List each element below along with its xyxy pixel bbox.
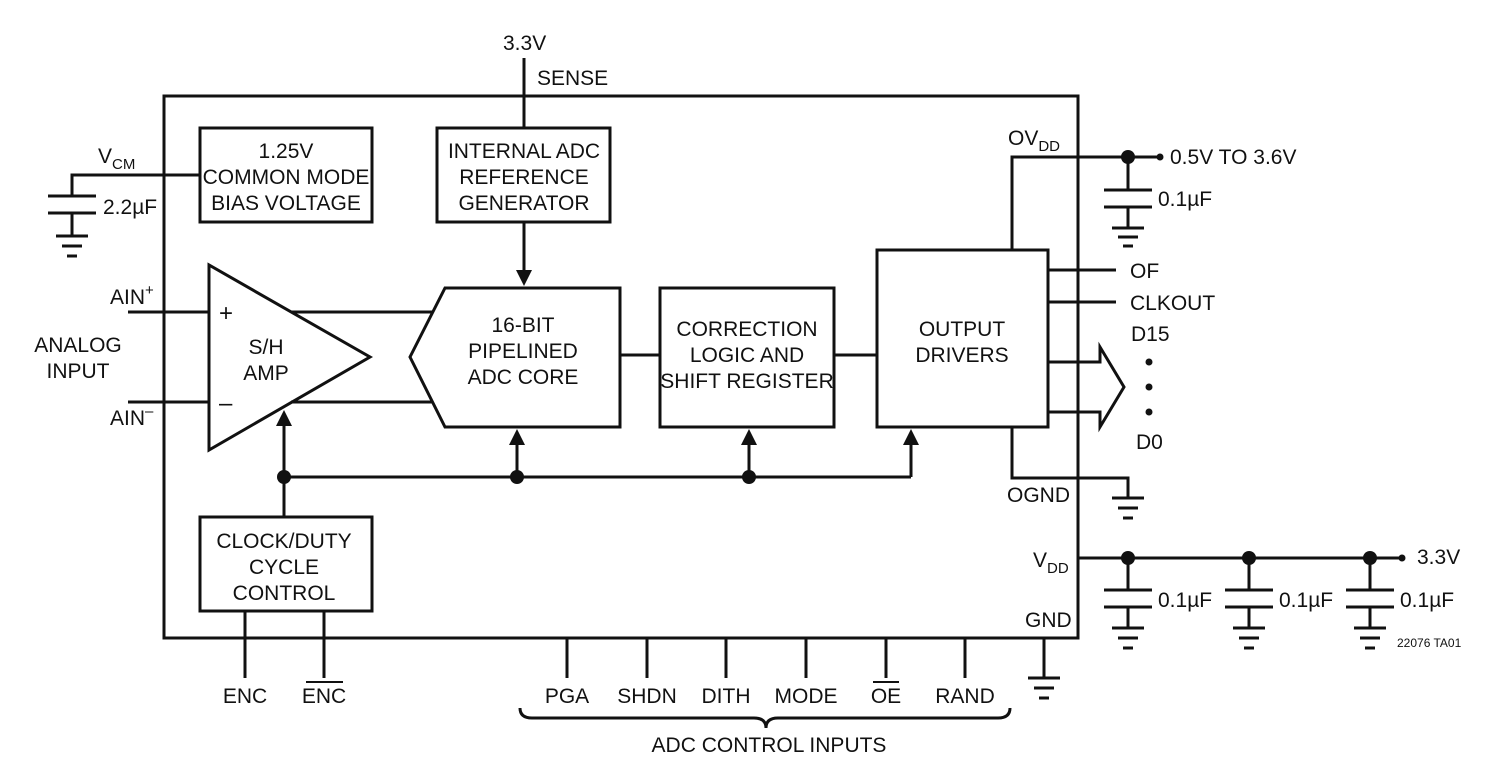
dith-label: DITH	[702, 685, 751, 708]
clock-to-correction-arrow	[741, 429, 757, 445]
chip-outline	[162, 94, 1080, 640]
ain-minus-label: AIN–	[110, 403, 154, 430]
enc-bar-label: ENC	[302, 685, 346, 708]
correction-line-1: CORRECTION	[676, 318, 817, 341]
correction-logic-block	[658, 286, 836, 429]
clkout-label: CLKOUT	[1130, 292, 1215, 315]
ovdd-terminal	[1156, 153, 1164, 161]
pga-label: PGA	[545, 685, 589, 708]
d15-label: D15	[1131, 323, 1170, 346]
vcm-label: VCM	[98, 145, 135, 173]
control-inputs-brace	[518, 707, 1012, 729]
vdd-cap-3-value: 0.1µF	[1400, 589, 1454, 612]
rand-label: RAND	[935, 685, 995, 708]
vdd-terminal	[1398, 554, 1406, 562]
d0-label: D0	[1136, 431, 1163, 454]
ain-plus-label: AIN+	[110, 282, 154, 309]
mode-label: MODE	[775, 685, 838, 708]
analog-input-label-line-2: INPUT	[47, 360, 110, 383]
bus-ellipsis-dot-1	[1145, 358, 1153, 366]
ovdd-range-label: 0.5V TO 3.6V	[1170, 146, 1296, 169]
clock-to-adc-arrow	[509, 429, 525, 445]
gnd-label: GND	[1025, 609, 1072, 632]
figure-id: 22076 TA01	[1397, 636, 1462, 650]
correction-line-3: SHIFT REGISTER	[660, 370, 833, 393]
clock-to-amp-arrow	[276, 410, 292, 426]
reference-to-adc-arrow	[516, 270, 532, 286]
bus-ellipsis-dot-2	[1145, 383, 1153, 391]
oe-label: OE	[871, 685, 901, 708]
of-label: OF	[1130, 260, 1159, 283]
ovdd-wire	[1010, 155, 1160, 250]
output-drivers-block	[875, 248, 1050, 429]
output-drivers-line-1: OUTPUT	[919, 318, 1006, 341]
vdd-voltage-label: 3.3V	[1417, 546, 1460, 569]
ognd-label: OGND	[1007, 484, 1070, 507]
bias-block-line-2: COMMON MODE	[203, 166, 370, 189]
clock-block-line-1: CLOCK/DUTY	[216, 530, 351, 553]
reference-block-line-1: INTERNAL ADC	[448, 140, 600, 163]
sh-amp-plus-sign: +	[219, 300, 233, 327]
enc-label: ENC	[223, 685, 267, 708]
bias-block-line-1: 1.25V	[259, 140, 314, 163]
ovdd-label: OVDD	[1008, 127, 1060, 155]
ovdd-cap-value: 0.1µF	[1158, 188, 1212, 211]
bias-block-line-3: BIAS VOLTAGE	[211, 192, 361, 215]
control-inputs-label: ADC CONTROL INPUTS	[652, 734, 887, 757]
adc-core-line-1: 16-BIT	[491, 314, 554, 337]
sense-supply-voltage: 3.3V	[503, 32, 546, 55]
adc-core-line-3: ADC CORE	[468, 366, 579, 389]
clock-block-line-3: CONTROL	[233, 582, 336, 605]
sh-amp-label-line-1: S/H	[248, 336, 283, 359]
clock-block-line-2: CYCLE	[249, 556, 319, 579]
vcm-wire	[70, 173, 200, 196]
data-bus-arrow	[1048, 341, 1126, 433]
vcm-capacitor-value: 2.2µF	[103, 196, 157, 219]
sh-amp-label-line-2: AMP	[243, 362, 289, 385]
vdd-label: VDD	[1033, 549, 1069, 577]
vdd-cap-2-value: 0.1µF	[1279, 589, 1333, 612]
adc-core-block	[408, 286, 622, 429]
sh-amp-triangle	[207, 262, 374, 453]
reference-block-line-3: GENERATOR	[458, 192, 589, 215]
ognd-wire	[1010, 427, 1130, 498]
output-drivers-line-2: DRIVERS	[915, 344, 1008, 367]
sh-amp-minus-sign: –	[219, 390, 233, 417]
correction-line-2: LOGIC AND	[690, 344, 804, 367]
vdd-cap-1-value: 0.1µF	[1158, 589, 1212, 612]
shdn-label: SHDN	[617, 685, 677, 708]
analog-input-label-line-1: ANALOG	[34, 334, 122, 357]
clock-control-block	[198, 515, 374, 613]
clock-to-output-arrow	[903, 429, 919, 445]
bus-ellipsis-dot-3	[1145, 408, 1153, 416]
adc-core-line-2: PIPELINED	[468, 340, 578, 363]
sense-label: SENSE	[537, 67, 608, 90]
reference-block-line-2: REFERENCE	[459, 166, 589, 189]
